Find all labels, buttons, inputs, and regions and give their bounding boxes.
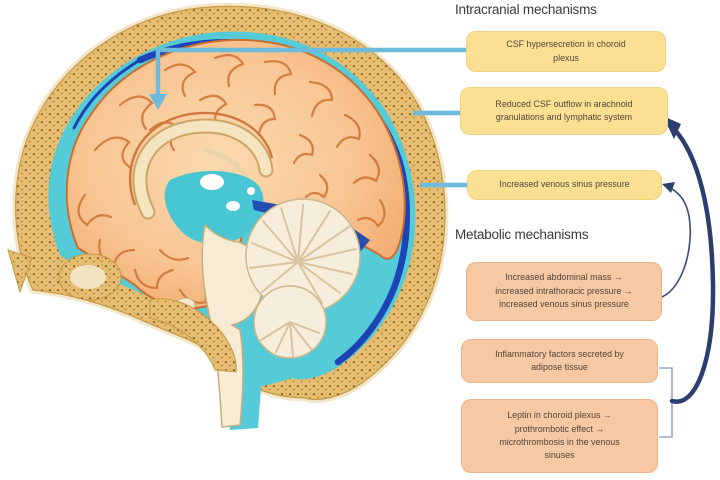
thalamic-adhesion <box>200 174 224 190</box>
feedback-arrows <box>661 116 716 404</box>
intracranial-heading: Intracranial mechanisms <box>455 2 597 17</box>
pineal-body <box>247 187 255 195</box>
cerebellum <box>245 198 361 359</box>
connector-line-choroid <box>155 47 466 96</box>
arbor-vitae <box>249 204 357 357</box>
box-leptin-microthrombosis: Leptin in choroid plexus → prothrombotic… <box>461 399 658 473</box>
box-increased-venous-pressure: Increased venous sinus pressure <box>467 170 662 200</box>
connector-lines <box>155 47 467 188</box>
box-csf-hypersecretion: CSF hypersecretion in choroid plexus <box>466 31 666 72</box>
box-abdominal-mass: Increased abdominal mass → increased int… <box>466 262 662 321</box>
feedback-arrow-thin-icon <box>661 187 692 298</box>
skull-base-bones <box>58 253 237 373</box>
ventricle <box>164 170 264 244</box>
box-reduced-csf-outflow: Reduced CSF outflow in arachnoid granula… <box>460 87 668 135</box>
box-inflammatory-factors: Inflammatory factors secreted by adipose… <box>461 339 658 383</box>
metabolic-heading: Metabolic mechanisms <box>455 227 589 242</box>
nasal-bone-spur <box>7 249 33 294</box>
clivus-bone <box>149 298 237 373</box>
connector-arrowhead-icon <box>149 94 167 110</box>
cingulate-sulcus <box>128 111 274 206</box>
feedback-arrow-thick-icon <box>669 126 716 404</box>
bracket <box>659 367 673 438</box>
